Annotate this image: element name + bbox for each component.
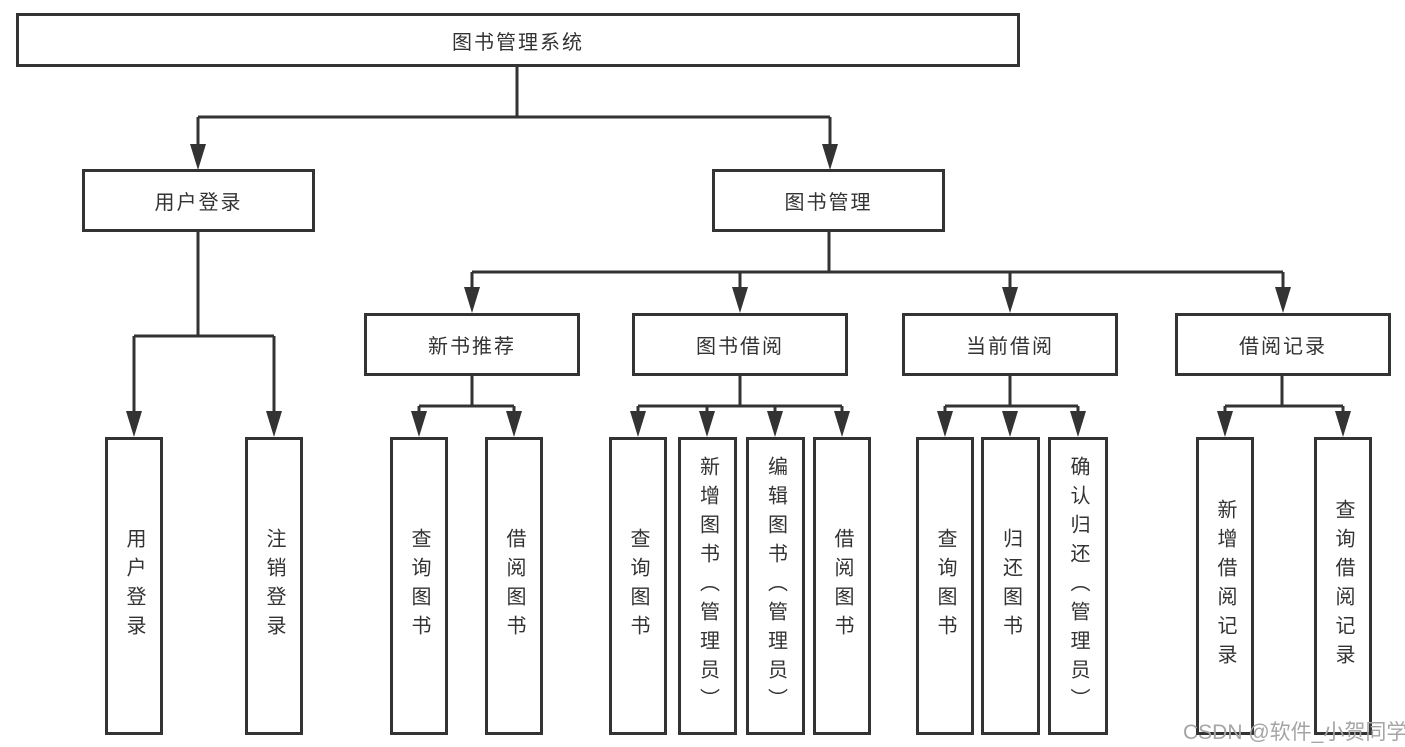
connector-new-book-recommend-to-children (417, 376, 516, 415)
connector-borrow-records-to-children (1223, 376, 1345, 415)
leaf-cb-confirm-return-admin-label: 确认归还（管理员） (1067, 455, 1089, 717)
leaf-cb-query-books: 查询图书 (916, 437, 974, 735)
node-borrow-records: 借阅记录 (1175, 313, 1391, 376)
leaf-cb-query-books-label: 查询图书 (934, 528, 956, 644)
leaf-br-add-borrow-record-label: 新增借阅记录 (1214, 499, 1236, 673)
leaf-nb-borrow-books-label: 借阅图书 (503, 528, 525, 644)
leaf-logout-label: 注销登录 (263, 528, 285, 644)
leaf-bb-add-books-admin-label: 新增图书（管理员） (696, 455, 719, 717)
leaf-cb-return-books-label: 归还图书 (999, 528, 1022, 644)
leaf-bb-add-books-admin: 新增图书（管理员） (678, 437, 737, 735)
node-book-management: 图书管理 (712, 169, 945, 232)
leaf-br-add-borrow-record: 新增借阅记录 (1196, 437, 1254, 735)
connector-root-to-level2 (196, 67, 832, 150)
node-new-book-recommend-label: 新书推荐 (428, 336, 516, 358)
node-borrow-records-label: 借阅记录 (1239, 336, 1327, 358)
leaf-bb-borrow-books: 借阅图书 (813, 437, 871, 735)
node-new-book-recommend: 新书推荐 (364, 313, 580, 376)
leaf-bb-edit-books-admin-label: 编辑图书（管理员） (764, 455, 787, 717)
node-book-borrow-label: 图书借阅 (696, 336, 784, 358)
leaf-cb-confirm-return-admin: 确认归还（管理员） (1048, 437, 1108, 735)
leaf-br-query-borrow-record: 查询借阅记录 (1314, 437, 1372, 735)
node-book-borrow: 图书借阅 (632, 313, 848, 376)
watermark: CSDN @软件_小贺同学 (1183, 721, 1405, 744)
leaf-bb-borrow-books-label: 借阅图书 (831, 528, 853, 644)
node-book-management-label: 图书管理 (784, 192, 873, 214)
connector-user-login-to-children (132, 232, 276, 415)
leaf-cb-return-books: 归还图书 (981, 437, 1040, 735)
leaf-bb-query-books-label: 查询图书 (627, 528, 649, 644)
node-user-login: 用户登录 (82, 169, 315, 232)
leaf-nb-query-books: 查询图书 (390, 437, 448, 735)
connector-book-borrow-to-children (636, 376, 844, 415)
node-root: 图书管理系统 (16, 13, 1020, 67)
leaf-bb-query-books: 查询图书 (609, 437, 667, 735)
node-current-borrow-label: 当前借阅 (966, 336, 1054, 358)
leaf-logout: 注销登录 (245, 437, 303, 735)
leaf-nb-borrow-books: 借阅图书 (485, 437, 543, 735)
leaf-bb-edit-books-admin: 编辑图书（管理员） (746, 437, 805, 735)
leaf-nb-query-books-label: 查询图书 (408, 528, 430, 644)
leaf-br-query-borrow-record-label: 查询借阅记录 (1332, 499, 1354, 673)
leaf-user-login-label: 用户登录 (123, 528, 145, 644)
node-root-label: 图书管理系统 (452, 31, 584, 54)
node-current-borrow: 当前借阅 (902, 313, 1118, 376)
leaf-user-login: 用户登录 (105, 437, 163, 735)
connector-current-borrow-to-children (943, 376, 1080, 415)
connector-book-management-to-groups (470, 232, 1285, 291)
node-user-login-label: 用户登录 (154, 192, 243, 214)
